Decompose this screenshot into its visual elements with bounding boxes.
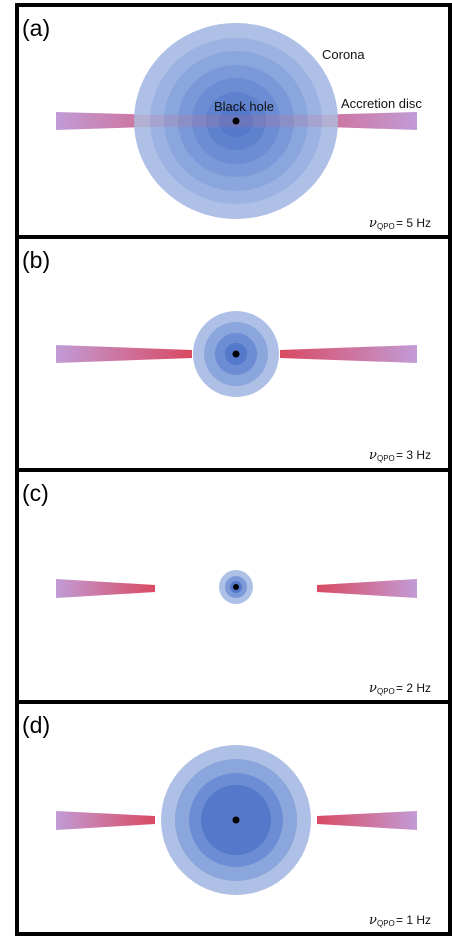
black-hole: [232, 350, 240, 358]
accretion-disc-right: [317, 811, 417, 830]
accretion-disc-left: [56, 345, 192, 363]
svg-text:QPO: QPO: [377, 454, 395, 463]
svg-text:QPO: QPO: [377, 687, 395, 696]
panel-d: (d) ν QPO = 1 Hz: [22, 712, 431, 928]
corona-label: Corona: [322, 47, 365, 62]
panel-d-frame: [15, 700, 452, 936]
accretion-disc-left: [56, 579, 155, 598]
qpo-frequency-d: ν QPO = 1 Hz: [369, 913, 431, 928]
black-hole-label: Black hole: [214, 99, 274, 114]
accretion-disc-label: Accretion disc: [341, 96, 422, 111]
svg-text:ν: ν: [369, 681, 377, 696]
panel-d-label: (d): [22, 712, 50, 738]
accretion-disc-left: [56, 811, 155, 830]
panel-c: (c) ν QPO = 2 Hz: [22, 480, 431, 696]
panel-b: (b) ν QPO = 3 Hz: [22, 247, 431, 463]
panel-a: (a) Corona Black hole Accretion disc ν Q…: [22, 15, 431, 231]
panel-frames: [15, 3, 452, 936]
panel-a-label: (a): [22, 15, 50, 41]
svg-text:= 3 Hz: = 3 Hz: [396, 448, 431, 462]
panel-b-label: (b): [22, 247, 50, 273]
svg-text:= 2 Hz: = 2 Hz: [396, 681, 431, 695]
accretion-disc-right: [280, 345, 417, 363]
corona: [193, 311, 279, 397]
black-hole: [233, 584, 239, 590]
black-hole: [232, 117, 240, 125]
qpo-frequency-c: ν QPO = 2 Hz: [369, 681, 431, 696]
svg-text:= 5 Hz: = 5 Hz: [396, 216, 431, 230]
svg-text:QPO: QPO: [377, 919, 395, 928]
qpo-frequency-a: ν QPO = 5 Hz: [369, 216, 431, 231]
svg-text:ν: ν: [369, 216, 377, 231]
svg-text:ν: ν: [369, 448, 377, 463]
svg-text:= 1 Hz: = 1 Hz: [396, 913, 431, 927]
panel-c-label: (c): [22, 480, 49, 506]
accretion-disc-right: [317, 579, 417, 598]
black-hole: [232, 816, 240, 824]
qpo-frequency-b: ν QPO = 3 Hz: [369, 448, 431, 463]
svg-text:ν: ν: [369, 913, 377, 928]
svg-text:QPO: QPO: [377, 222, 395, 231]
